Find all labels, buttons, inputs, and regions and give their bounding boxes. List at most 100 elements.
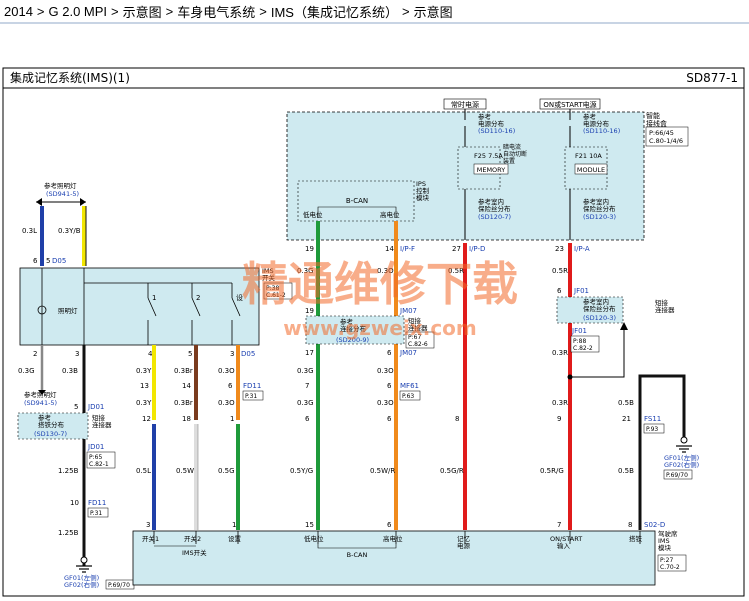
mid-pin-14: 14 xyxy=(182,382,191,390)
ground-right-page: P.69/70 xyxy=(666,472,688,479)
pin-7-can: 7 xyxy=(305,382,309,390)
sjb-ref-power-1-code: (SD110-16) xyxy=(478,127,515,135)
module-pins-box xyxy=(657,554,687,572)
fuse-memory-name: MEMORY xyxy=(477,166,506,174)
wire-0-3o-low: 0.3O xyxy=(377,399,394,407)
ims-switch-box xyxy=(19,267,260,346)
wire-0-3l: 0.3L xyxy=(22,227,37,235)
conn-jf01: JF01 xyxy=(573,287,589,295)
breadcrumb-item[interactable]: IMS（集成记忆系统） xyxy=(270,4,398,20)
pin-19: 19 xyxy=(305,245,314,253)
jf01-pins-box xyxy=(570,335,600,353)
pin-17: 17 xyxy=(305,349,314,357)
pin-6-can-c: 6 xyxy=(305,415,310,423)
ground-left-label: GF01(左侧)GF02(右侧) xyxy=(64,573,99,589)
illum-code: (SD941-5) xyxy=(46,190,79,198)
jf01-joint-box xyxy=(556,296,624,324)
left-pin-5: 5 xyxy=(74,403,78,411)
pin-6-jf01: 6 xyxy=(557,287,562,295)
ims-sw-2: 2 xyxy=(196,294,200,302)
wire-0-3br-a: 0.3Br xyxy=(174,367,193,375)
module-label-low: 低电位 xyxy=(304,534,324,543)
on-start-power-label: ON或START电源 xyxy=(543,100,596,109)
diagram-frame xyxy=(2,67,745,597)
ims-pin-5: 5 xyxy=(188,350,192,358)
module-label-high: 高电位 xyxy=(383,534,403,543)
mid-pin-6: 6 xyxy=(228,382,233,390)
fs11-page: P.93 xyxy=(646,426,658,433)
breadcrumb-separator: > xyxy=(111,3,119,19)
wire-0-5g-r: 0.5G/R xyxy=(440,467,464,475)
ips-bcan-line xyxy=(317,206,397,218)
sjb-ref-power-2: 参考电源分布 xyxy=(583,112,610,128)
breadcrumb-item[interactable]: 示意图 xyxy=(122,4,162,20)
fuse-module-rating: F21 10A xyxy=(575,152,602,160)
jm07-joint-label: 短接连接器 xyxy=(408,316,428,332)
wire-0-3r-jf: 0.3R xyxy=(552,349,568,357)
mod-pin-3: 3 xyxy=(146,521,150,529)
conn-fd11-left: FD11 xyxy=(88,499,106,507)
jd01-pins-box xyxy=(86,451,116,469)
wire-0-5r-top: 0.5R xyxy=(448,267,464,275)
diagram-title: 集成记忆系统(IMS)(1) xyxy=(10,70,130,85)
wire-0-3g-top: 0.3G xyxy=(297,267,314,275)
sjb-ref-power-1: 参考电源分布 xyxy=(478,112,505,128)
wire-0-3o-mid: 0.3O xyxy=(377,367,394,375)
watermark-url: www.gzweix.com xyxy=(283,316,477,340)
fd11-mid-page: P.31 xyxy=(245,393,257,400)
pin-21: 21 xyxy=(622,415,631,423)
lamp-label: 照明灯 xyxy=(58,306,78,315)
pin-6-can-b: 6 xyxy=(387,382,392,390)
fuse-memory-box xyxy=(457,146,501,190)
conn-jm07-b: JM07 xyxy=(399,349,417,357)
wire-0-3g-mid: 0.3G xyxy=(297,367,314,375)
breadcrumb-separator: > xyxy=(165,3,174,19)
module-ims-switch: IMS开关 xyxy=(182,548,207,557)
always-power-label: 常时电源 xyxy=(451,100,479,109)
jm07-ref: 参考连接分布 xyxy=(340,317,367,333)
illum-arrow-left xyxy=(36,198,42,206)
mid-pin-1: 1 xyxy=(230,415,234,423)
pin-27: 27 xyxy=(452,245,461,253)
mf61-page-box xyxy=(399,390,421,401)
pin-8-power: 8 xyxy=(455,415,459,423)
fuse-memory-note: 暗电流自动切断装置 xyxy=(503,143,527,165)
breadcrumb-item[interactable]: 示意图 xyxy=(413,4,453,20)
wire-0-5l: 0.5L xyxy=(136,467,151,475)
pin-6-can-e: 6 xyxy=(387,521,392,529)
jm07-pins-box xyxy=(405,331,435,349)
wire-ground-right xyxy=(638,374,686,530)
breadcrumb-separator: > xyxy=(401,3,410,19)
mf61-page: P.63 xyxy=(402,393,414,400)
breadcrumb-item[interactable]: 车身电气系统 xyxy=(177,4,256,20)
conn-jm07-a: JM07 xyxy=(399,307,417,315)
wire-0-5b-a: 0.5B xyxy=(618,399,634,407)
mid-pin-13: 13 xyxy=(140,382,149,390)
jf01-splice xyxy=(567,374,573,380)
lamp-icon xyxy=(37,305,47,315)
jf01-return-line xyxy=(570,326,625,378)
left-ref-illum: 参考照明灯 xyxy=(24,390,57,399)
jf01-ref-code: (SD120-3) xyxy=(583,314,616,322)
breadcrumb: 2014 > G 2.0 MPI > 示意图 > 车身电气系统 > IMS（集成… xyxy=(0,0,749,24)
pin-8-gnd: 8 xyxy=(628,521,632,529)
wire-0-5w-r: 0.5W/R xyxy=(370,467,395,475)
breadcrumb-item[interactable]: 2014 xyxy=(4,3,33,19)
breadcrumb-item[interactable]: G 2.0 MPI xyxy=(48,3,108,19)
wire-0-3g-low: 0.3G xyxy=(297,399,314,407)
wire-0-3br-b: 0.3Br xyxy=(174,399,193,407)
pin-19-jm: 19 xyxy=(305,307,314,315)
module-label-switch2: 开关2 xyxy=(184,534,201,543)
sjb-ref-power-2-code: (SD110-16) xyxy=(583,127,620,135)
pin-6-can-d: 6 xyxy=(387,415,392,423)
jf01-joint-label: 短接连接器 xyxy=(655,298,675,314)
wire-0-5w: 0.5W xyxy=(176,467,194,475)
mid-pin-12: 12 xyxy=(142,415,151,423)
wire-0-3o-top: 0.3O xyxy=(377,267,394,275)
jf01-arrow xyxy=(620,322,628,330)
jm07-ref-code: (SD200-9) xyxy=(336,336,369,344)
